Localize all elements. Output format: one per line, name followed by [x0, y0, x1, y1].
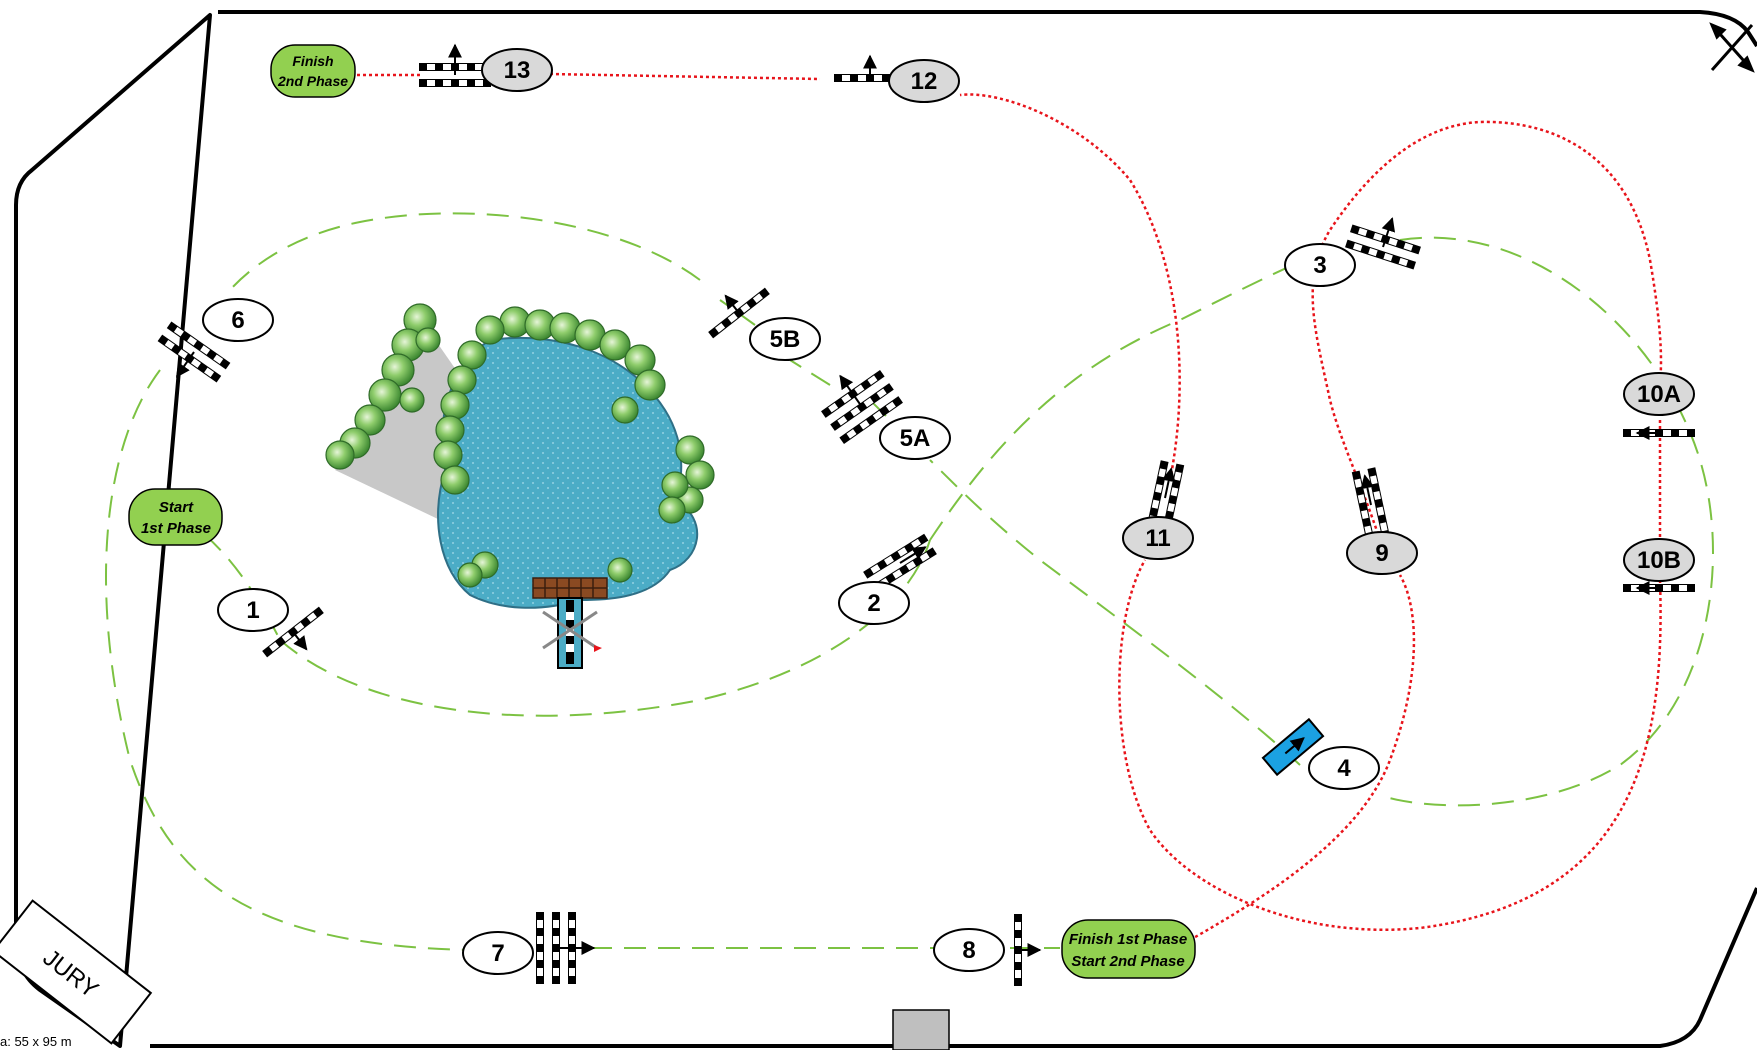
jump-fence-5a	[821, 369, 903, 445]
finish2-label-line1: Finish	[292, 53, 333, 69]
jump-fence-6	[157, 321, 231, 383]
obstacle-number: 1	[246, 597, 259, 624]
phase2-route	[355, 72, 1663, 942]
phase1-route	[105, 212, 1714, 951]
obstacle-label-2: 2	[838, 581, 910, 625]
obstacle-number: 12	[911, 68, 938, 95]
obstacle-label-11: 11	[1122, 516, 1194, 560]
jump-fence-3	[1345, 217, 1421, 270]
obstacle-number: 4	[1337, 755, 1351, 782]
finish-start-line1: Finish 1st Phase	[1069, 931, 1187, 948]
obstacle-label-10b: 10B	[1623, 538, 1695, 582]
finish-start-line2: Start 2nd Phase	[1071, 953, 1184, 970]
obstacle-label-6: 6	[202, 298, 274, 342]
bridge-icon	[532, 577, 608, 669]
obstacle-label-3: 3	[1284, 243, 1356, 287]
jump-fence-9	[1351, 467, 1391, 543]
obstacle-label-5b: 5B	[749, 317, 821, 361]
arena-border	[14, 10, 1757, 1048]
jump-fence-8	[1014, 914, 1042, 986]
obstacle-number: 13	[504, 57, 531, 84]
jump-fence-12	[834, 54, 906, 82]
obstacle-number: 2	[867, 590, 880, 617]
obstacle-number: 5B	[770, 326, 801, 353]
jump-fence-2	[863, 533, 937, 593]
obstacle-number: 10A	[1637, 381, 1681, 408]
obstacle-label-1: 1	[217, 588, 289, 632]
jury-box: JURY	[0, 899, 153, 1045]
obstacle-label-9: 9	[1346, 531, 1418, 575]
jump-fence-1	[262, 606, 324, 658]
obstacle-number: 8	[962, 937, 975, 964]
finish2-label-line2: 2nd Phase	[277, 73, 348, 89]
obstacle-label-10a: 10A	[1623, 372, 1695, 416]
jump-fence-13	[419, 43, 491, 87]
pond-with-shrubs	[325, 303, 715, 609]
start-label-line2: 1st Phase	[141, 520, 211, 537]
obstacle-label-5a: 5A	[879, 416, 951, 460]
jump-fence-10b	[1623, 581, 1695, 595]
jump-fence-5b	[708, 287, 770, 339]
jump-fence-10a	[1623, 426, 1695, 440]
obstacle-label-13: 13	[481, 48, 553, 92]
obstacle-label-12: 12	[888, 59, 960, 103]
obstacle-label-4: 4	[1308, 746, 1380, 790]
obstacle-label-8: 8	[933, 928, 1005, 972]
water-jump-icon	[1261, 717, 1325, 777]
obstacle-number: 9	[1375, 540, 1388, 567]
judge-box	[892, 1009, 950, 1050]
obstacle-label-7: 7	[462, 931, 534, 975]
obstacle-number: 11	[1145, 525, 1170, 552]
finish-start-bubble: Finish 1st Phase Start 2nd Phase	[1061, 919, 1196, 979]
arena-size-note: a: 55 x 95 m	[0, 1034, 72, 1049]
start-label-line1: Start	[159, 499, 194, 516]
jumps-layer	[157, 43, 1695, 986]
obstacle-number: 5A	[900, 425, 931, 452]
jump-fence-7	[536, 912, 596, 984]
compass-arrows-icon	[1709, 22, 1755, 73]
obstacle-number: 10B	[1637, 547, 1681, 574]
finish-phase2-bubble: Finish 2nd Phase	[270, 44, 356, 98]
obstacle-number: 3	[1313, 252, 1326, 279]
obstacle-number: 7	[491, 940, 504, 967]
start-phase1-bubble: Start 1st Phase	[128, 488, 223, 546]
obstacle-number: 6	[231, 307, 244, 334]
